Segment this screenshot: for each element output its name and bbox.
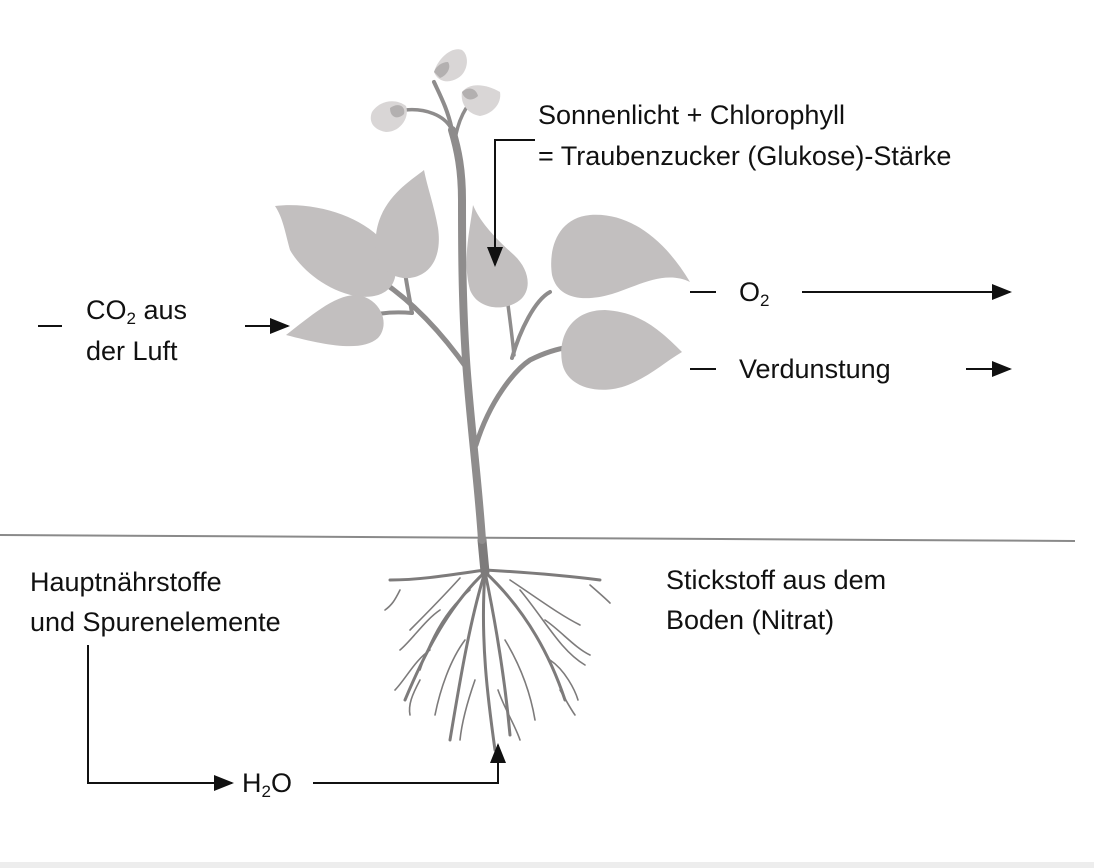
bottom-border xyxy=(0,862,1094,868)
arrows xyxy=(38,139,1012,791)
arrow-water-to-roots xyxy=(313,743,506,784)
water-suffix: O xyxy=(270,768,292,798)
leaf-center xyxy=(466,205,528,308)
leaf-top-left xyxy=(275,205,396,297)
nutrients-label-line1: Hauptnährstoffe xyxy=(30,567,222,597)
water-label: H2O xyxy=(242,762,292,804)
co2-subscript: 2 xyxy=(126,309,136,328)
leaf-upper-middle xyxy=(375,170,439,279)
transpiration-label: Verdunstung xyxy=(739,354,891,384)
root-system xyxy=(384,535,611,752)
leaf-right-lower xyxy=(561,310,682,390)
flower-left xyxy=(370,101,407,132)
o2-symbol: O xyxy=(739,277,761,307)
co2-label-line1: CO2 aus xyxy=(86,289,187,331)
nitrogen-label-line2: Boden (Nitrat) xyxy=(666,605,835,635)
o2-label: O2 xyxy=(739,271,769,313)
o2-subscript: 2 xyxy=(760,291,770,310)
arrow-nutrients-to-water xyxy=(87,645,234,791)
plant-flowers xyxy=(370,49,501,132)
water-subscript: 2 xyxy=(261,782,271,801)
co2-label-line2: der Luft xyxy=(86,336,178,366)
co2-symbol: CO xyxy=(86,295,127,325)
ground-line xyxy=(0,534,1076,542)
leaf-left-lower xyxy=(286,295,384,347)
nutrients-label-line2: und Spurenelemente xyxy=(30,607,281,637)
photosynthesis-label-line2: = Traubenzucker (Glukose)-Stärke xyxy=(538,141,952,171)
photosynthesis-label-line1: Sonnenlicht + Chlorophyll xyxy=(538,100,845,130)
nitrogen-label-line1: Stickstoff aus dem xyxy=(666,565,887,595)
co2-suffix: aus xyxy=(135,295,188,325)
plant-leaves xyxy=(275,170,690,390)
water-symbol: H xyxy=(242,768,262,798)
arrow-photosynthesis xyxy=(487,139,535,267)
leaf-right-upper xyxy=(551,214,690,299)
